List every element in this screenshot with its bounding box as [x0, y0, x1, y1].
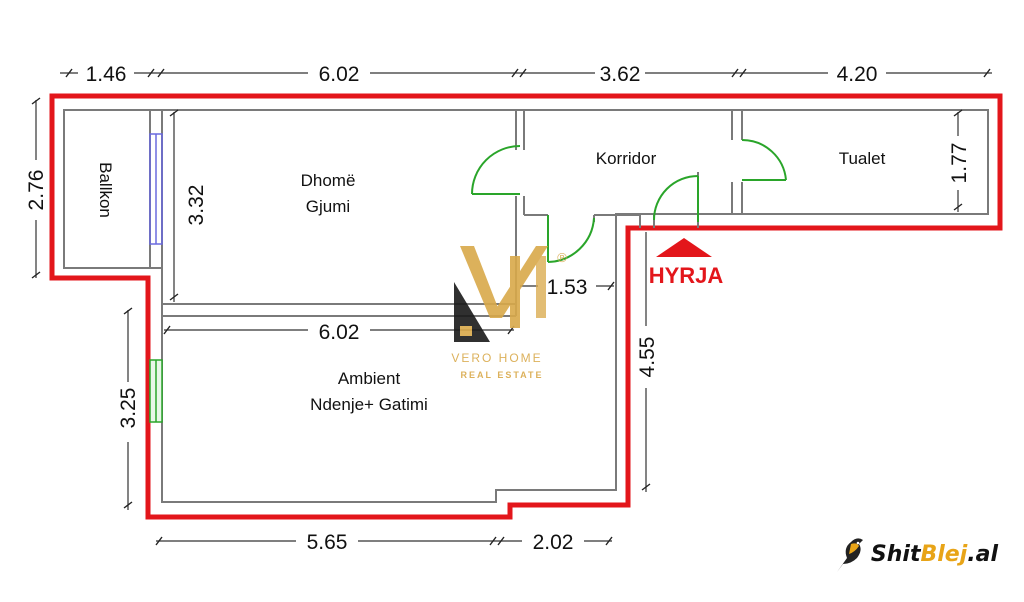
brand-part-domain: .al: [967, 541, 998, 567]
ambient-door: [547, 215, 595, 263]
dim-entrance-depth: 4.55: [636, 337, 659, 378]
balcony-window: [149, 133, 163, 245]
left-dimension-ambient: 3.25: [114, 307, 142, 510]
top-dimension-line: 1.46 6.02 3.62 4.20: [60, 60, 992, 86]
bedroom-door: [471, 145, 521, 195]
dim-top-balkon: 1.46: [86, 63, 127, 86]
left-dimension-balkon: 2.76: [22, 97, 50, 279]
entrance-door: [653, 175, 699, 222]
brand-part-blej: Blej: [920, 541, 968, 567]
dim-dhome-height: 3.32: [185, 185, 208, 226]
dim-korridor-depth: 1.53: [547, 276, 588, 299]
dim-top-dhome: 6.02: [319, 63, 360, 86]
dimension-dhome-height: 3.32: [169, 109, 210, 302]
brand-text: ShitBlej.al: [871, 542, 998, 567]
room-label-dhome: Dhomë: [301, 171, 356, 190]
dim-ambient-width: 6.02: [319, 321, 360, 344]
watermark-subtitle: REAL ESTATE: [460, 370, 543, 380]
dim-bottom-right: 2.02: [533, 531, 574, 554]
inner-walls: [63, 109, 989, 503]
room-label-korridor: Korridor: [596, 149, 657, 168]
watermark-name: VERO HOME: [451, 351, 542, 365]
room-label-tualet: Tualet: [839, 149, 886, 168]
bottom-dimension-line: 5.65 2.02: [155, 528, 613, 554]
dim-bottom-left: 5.65: [307, 531, 348, 554]
toilet-door: [741, 138, 787, 181]
room-label-ndenje-gatimi: Ndenje+ Gatimi: [310, 395, 428, 414]
dimension-korridor-depth: 1.53: [520, 272, 615, 299]
room-label-balkon: Ballkon: [96, 162, 115, 218]
dim-balkon-height: 2.76: [25, 170, 48, 211]
apartment-outline: [49, 93, 1003, 520]
dimension-tualet-height: 1.77: [944, 109, 972, 212]
bird-logo-icon: [836, 538, 863, 572]
dim-tualet-height: 1.77: [948, 143, 971, 184]
dim-top-korridor: 3.62: [600, 63, 641, 86]
registered-mark: ®: [557, 250, 567, 265]
room-label-ambient: Ambient: [338, 369, 401, 388]
brand-part-shit: Shit: [870, 541, 921, 567]
entrance-label: HYRJA: [649, 263, 724, 288]
ambient-window: [149, 359, 163, 423]
vero-home-watermark: ® VERO HOME REAL ESTATE: [451, 246, 567, 380]
entrance-marker: HYRJA: [649, 238, 724, 288]
dim-top-tualet: 4.20: [837, 63, 878, 86]
entrance-arrow-icon: [656, 238, 712, 257]
vh-monogram-icon: [454, 246, 548, 342]
shitblej-brand: ShitBlej.al: [833, 534, 998, 574]
dimension-entrance-depth: 4.55: [632, 232, 660, 492]
dim-ambient-height: 3.25: [117, 388, 140, 429]
room-label-gjumi: Gjumi: [306, 197, 350, 216]
